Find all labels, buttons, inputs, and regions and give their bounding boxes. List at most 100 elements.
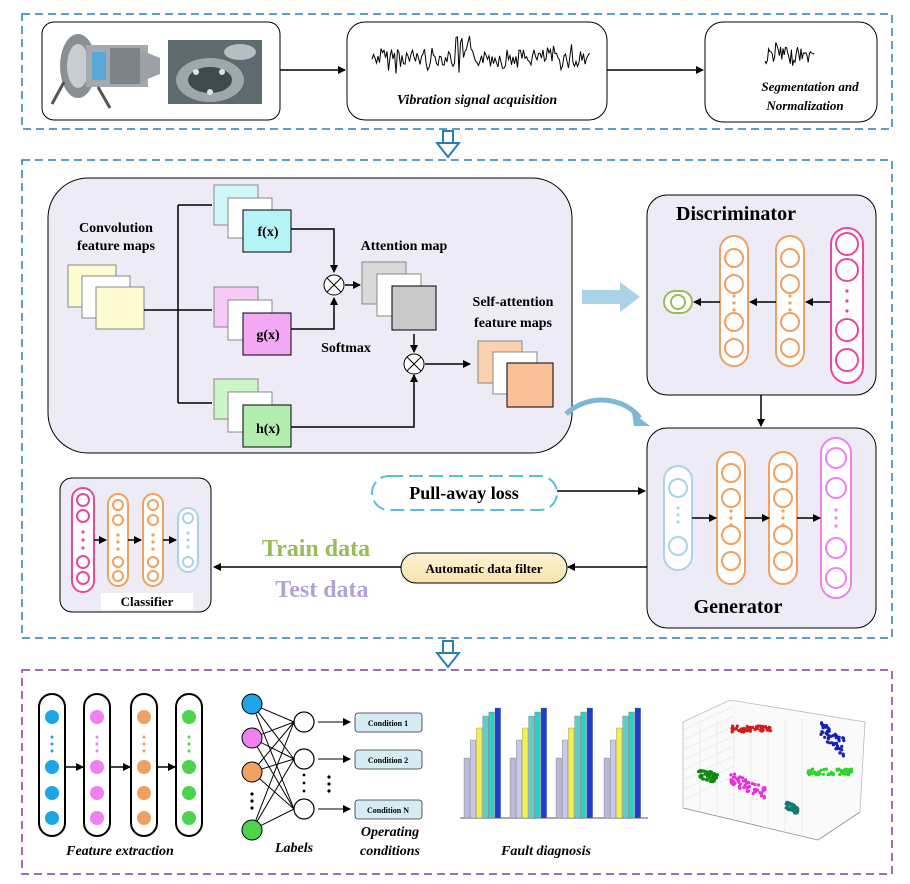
- neuron-node: [780, 312, 800, 332]
- gen-hidden-layer-2: [768, 451, 798, 585]
- output-neuron: [670, 294, 686, 310]
- scatter-point: [837, 735, 841, 739]
- connection-line: [251, 758, 295, 831]
- fe-neuron: [90, 760, 104, 774]
- engine-image-box: [41, 21, 281, 121]
- bar: [463, 757, 470, 819]
- fe-neuron: [137, 811, 151, 825]
- segmentation-label-line2: Normalization: [765, 98, 843, 113]
- branch-lines: [144, 204, 212, 404]
- scatter-point: [750, 782, 754, 786]
- fe-neuron: [182, 710, 196, 724]
- bar: [574, 715, 581, 819]
- labels-label: Labels: [274, 841, 314, 856]
- scatter-point: [701, 777, 706, 781]
- bar: [516, 739, 522, 819]
- disc-input-layer: [830, 227, 864, 384]
- scatter-point: [732, 772, 737, 776]
- neuron-node: [721, 488, 741, 508]
- scatter-point: [753, 782, 757, 787]
- scatter-point: [811, 767, 815, 772]
- ellipsis-dot: [729, 523, 733, 527]
- fe-neuron: [182, 760, 196, 774]
- classifier-panel: [59, 477, 212, 613]
- scatter-point: [849, 770, 853, 774]
- ellipsis-dot: [834, 516, 838, 520]
- neuron-node: [112, 570, 124, 582]
- label-input-node: [241, 693, 263, 715]
- ellipsis-dot: [95, 742, 99, 746]
- conv-feature-maps-label-line1: Convolution: [79, 221, 153, 236]
- scatter-point: [806, 771, 810, 775]
- neuron-node: [724, 338, 744, 358]
- scatter-point: [839, 768, 843, 772]
- fe-layer-4: [175, 693, 203, 837]
- hx-label: h(x): [256, 422, 280, 437]
- scatter-point: [696, 770, 701, 774]
- fe-neuron: [45, 760, 59, 774]
- scatter-point: [820, 731, 824, 735]
- scatter-point: [826, 726, 830, 730]
- ellipsis-dot: [845, 289, 849, 293]
- scatter-point: [708, 772, 713, 776]
- scatter-point: [838, 751, 842, 755]
- scatter-point: [786, 804, 790, 808]
- scatter-cluster-6: [784, 800, 800, 815]
- ellipsis-dot: [95, 735, 99, 739]
- train-data-label: Train data: [262, 536, 370, 562]
- connection-line: [251, 721, 295, 773]
- scatter-point: [729, 778, 733, 782]
- scatter-point: [731, 724, 735, 728]
- ellipsis-dot: [729, 509, 733, 513]
- scatter-point: [834, 747, 838, 751]
- bar-group-2: [509, 707, 547, 819]
- scatter-point: [809, 770, 813, 774]
- scatter-cluster-3: [696, 768, 720, 784]
- scatter-point: [827, 772, 831, 777]
- scatter-point: [744, 780, 749, 784]
- scatter-point: [769, 729, 773, 733]
- generator-label: Generator: [694, 596, 783, 618]
- scatter-cluster-5: [806, 767, 854, 777]
- cls-output-layer: [177, 507, 199, 573]
- scatter-point: [705, 778, 710, 782]
- multiply-operator-2: [403, 353, 425, 375]
- bar: [628, 711, 635, 819]
- scatter-point: [753, 727, 757, 732]
- self-attention-maps-stack: [477, 340, 554, 408]
- connection-line: [251, 721, 295, 831]
- ellipsis-dot: [50, 742, 54, 746]
- scatter-point: [735, 724, 739, 728]
- operating-conditions-label-line1: Operating: [361, 825, 419, 840]
- scatter-point: [795, 805, 799, 809]
- operating-conditions-label-line2: conditions: [360, 844, 420, 859]
- generator-panel: [646, 427, 877, 629]
- scatter-point: [710, 776, 714, 780]
- cls-hidden-layer-1: [107, 493, 129, 587]
- neuron-node: [773, 551, 793, 571]
- scatter-point: [751, 725, 755, 730]
- fe-neuron: [90, 811, 104, 825]
- condition-ellipsis: [327, 775, 331, 793]
- gx-label: g(x): [256, 328, 280, 343]
- fe-neuron: [45, 786, 59, 800]
- ellipsis-dot: [781, 516, 785, 520]
- gx-feature-stack: [213, 286, 292, 356]
- bar: [580, 711, 587, 819]
- scatter-point: [742, 730, 746, 734]
- label-input-node: [241, 761, 263, 783]
- ellipsis-dot: [781, 509, 785, 513]
- scatter-point: [824, 767, 829, 771]
- fe-neuron: [137, 786, 151, 800]
- fe-neuron: [45, 710, 59, 724]
- scatter-point: [734, 727, 738, 731]
- scatter-point: [826, 736, 831, 740]
- scatter-point: [715, 773, 720, 777]
- scatter-point: [841, 736, 846, 740]
- scatter-point: [711, 780, 715, 784]
- ellipsis-dot: [81, 530, 85, 534]
- fe-neuron: [45, 811, 59, 825]
- scatter-point: [827, 729, 831, 733]
- discriminator-label: Discriminator: [676, 203, 796, 225]
